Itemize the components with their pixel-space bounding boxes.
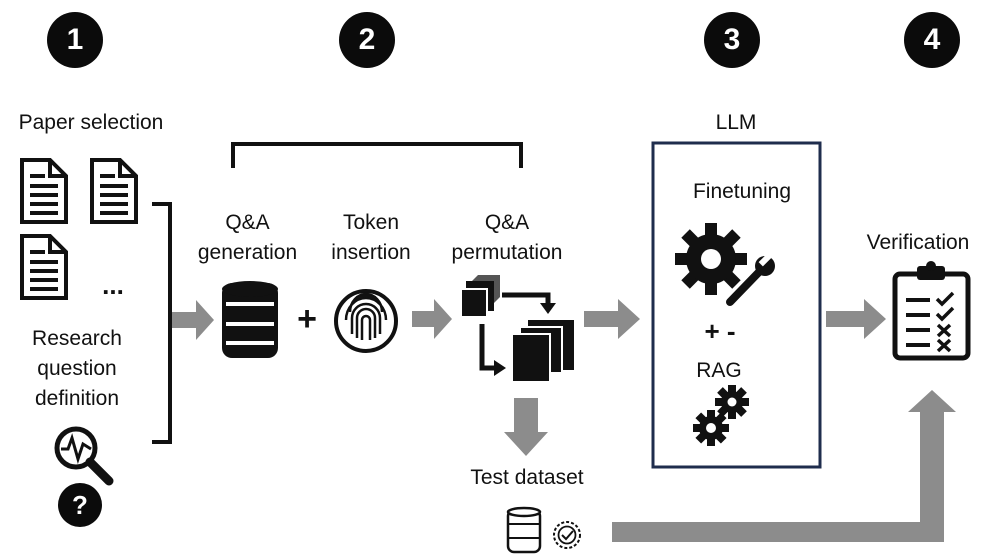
step-badge-4: 4 <box>904 12 960 68</box>
token-insertion-label: Token insertion <box>331 211 411 264</box>
test-dataset-label: Test dataset <box>470 466 584 489</box>
paper-selection-label: Paper selection <box>18 111 164 134</box>
plus-sign: + <box>297 300 317 338</box>
return-arrow <box>612 390 956 542</box>
arrow <box>584 299 640 339</box>
dataset-badge-icon <box>506 506 581 554</box>
document-icon <box>90 158 138 224</box>
question-icon: ? <box>58 483 102 527</box>
permutation-icon <box>460 275 574 383</box>
research-question-label: Research question definition <box>32 327 122 410</box>
magnifier-pulse-icon <box>54 426 114 486</box>
checklist-icon <box>892 261 971 361</box>
qa-permutation-label: Q&A permutation <box>451 211 563 264</box>
finetuning-label: Finetuning <box>692 180 792 203</box>
verification-label: Verification <box>866 231 970 254</box>
step-badge-3: 3 <box>704 12 760 68</box>
arrow <box>504 398 548 456</box>
llm-box <box>651 141 822 469</box>
qa-generation-label: Q&A generation <box>197 211 298 264</box>
document-icon <box>20 234 68 300</box>
arrow <box>172 300 214 340</box>
step-badge-1: 1 <box>47 12 103 68</box>
rag-label: RAG <box>696 359 742 382</box>
document-icon <box>20 158 68 224</box>
more-documents-ellipsis: ... <box>102 270 124 300</box>
arrow <box>412 299 452 339</box>
input-bracket <box>152 202 172 444</box>
gears-icon <box>693 385 749 446</box>
step2-bracket <box>231 142 523 168</box>
database-icon <box>222 281 278 358</box>
gear-wrench-icon <box>675 223 775 307</box>
llm-label: LLM <box>715 111 757 134</box>
svg-text:?: ? <box>72 490 88 520</box>
fingerprint-icon <box>334 289 398 353</box>
arrow <box>826 299 886 339</box>
step-badge-2: 2 <box>339 12 395 68</box>
plus-minus-sign: + - <box>704 316 736 346</box>
